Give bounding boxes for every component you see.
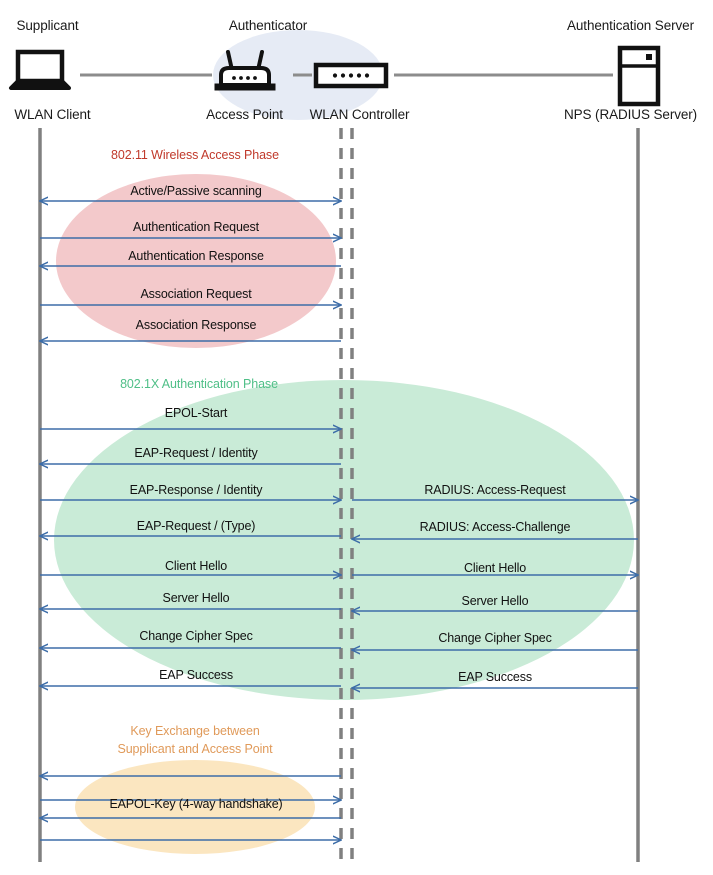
phase-label-key-exchange-line1: Key Exchange between bbox=[130, 724, 260, 738]
message-label: EAP-Request / Identity bbox=[134, 446, 258, 460]
message-label: EAPOL-Key (4-way handshake) bbox=[109, 797, 283, 811]
message-label: EAP Success bbox=[159, 668, 233, 682]
access-point-icon bbox=[214, 50, 276, 91]
phase-ellipse-dot1x-auth bbox=[54, 380, 634, 700]
actor-name-access-point: Access Point bbox=[206, 107, 283, 122]
message-label: Active/Passive scanning bbox=[130, 184, 262, 198]
actor-role-authentication-server: Authentication Server bbox=[567, 18, 694, 33]
phase-label-key-exchange-line2: Supplicant and Access Point bbox=[117, 742, 273, 757]
message-label: RADIUS: Access-Request bbox=[424, 483, 566, 497]
message-label: Change Cipher Spec bbox=[438, 631, 552, 645]
actor-name-wlan-client: WLAN Client bbox=[14, 107, 91, 122]
message-label: RADIUS: Access-Challenge bbox=[419, 520, 571, 534]
actor-role-supplicant: Supplicant bbox=[16, 18, 79, 33]
actor-name-wlan-controller: WLAN Controller bbox=[309, 107, 410, 122]
actor-name-nps-radius-server: NPS (RADIUS Server) bbox=[563, 107, 698, 122]
message-label: EPOL-Start bbox=[164, 406, 228, 420]
message-label: Authentication Response bbox=[128, 249, 264, 263]
phase-label-key-exchange: Key Exchange between Supplicant and Acce… bbox=[70, 722, 320, 758]
phase-ellipse-key-exchange bbox=[75, 760, 315, 854]
message-label: EAP-Response / Identity bbox=[129, 483, 263, 497]
message-label: Server Hello bbox=[461, 594, 529, 608]
message-label: Client Hello bbox=[463, 561, 527, 575]
message-label: Authentication Request bbox=[133, 220, 259, 234]
message-label: EAP-Request / (Type) bbox=[136, 519, 256, 533]
message-arrows bbox=[40, 201, 638, 840]
message-label: EAP Success bbox=[458, 670, 532, 684]
message-label: Association Response bbox=[135, 318, 257, 332]
phase-label-wireless-access: 802.11 Wireless Access Phase bbox=[111, 148, 279, 162]
server-icon bbox=[617, 45, 661, 107]
laptop-icon bbox=[9, 49, 71, 90]
actor-role-authenticator: Authenticator bbox=[228, 18, 308, 33]
message-label: Client Hello bbox=[164, 559, 228, 573]
message-label: Server Hello bbox=[162, 591, 230, 605]
wlan-controller-icon bbox=[313, 62, 389, 89]
phase-label-dot1x-auth: 802.1X Authentication Phase bbox=[120, 377, 278, 391]
message-label: Change Cipher Spec bbox=[139, 629, 253, 643]
message-label: Association Request bbox=[140, 287, 252, 301]
